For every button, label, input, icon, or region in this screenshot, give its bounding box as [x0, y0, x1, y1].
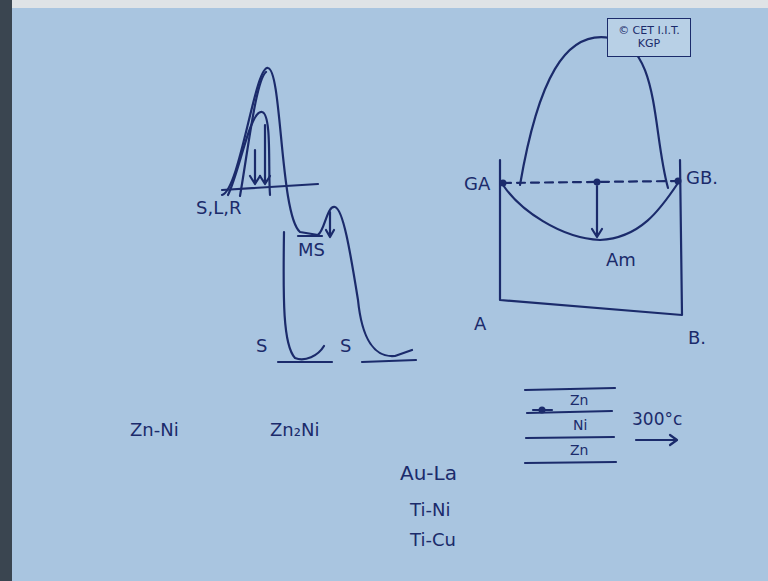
sketch-label: S	[256, 336, 267, 356]
level-line	[298, 235, 322, 237]
free-energy-curve	[503, 183, 678, 240]
energy-curve	[228, 112, 270, 195]
layer-lines	[525, 388, 616, 463]
sketch-label: Am	[606, 250, 636, 270]
sketch-label: Zn₂Ni	[270, 420, 319, 440]
free-energy-curve	[520, 37, 668, 188]
dot	[675, 178, 682, 185]
sketch-label: Ni	[573, 418, 587, 433]
sketch-label: Zn	[570, 393, 588, 408]
sketch-label: Ti-Cu	[410, 530, 456, 550]
sketch-label: S	[340, 336, 351, 356]
arrow	[636, 435, 677, 445]
energy-curve	[284, 232, 324, 359]
sketch-label: B.	[688, 328, 706, 348]
sketch-label: Ti-Ni	[410, 500, 450, 520]
dashed-line	[503, 181, 678, 183]
level-line	[362, 360, 416, 362]
dot	[539, 407, 546, 414]
level-line	[222, 184, 318, 190]
dot	[594, 179, 601, 186]
board-edge	[0, 0, 12, 581]
arrow	[260, 125, 270, 184]
energy-curve	[222, 68, 412, 356]
arrow	[326, 212, 334, 237]
board	[12, 8, 768, 581]
sketch-label: MS	[298, 240, 325, 260]
sketch-label: 300°c	[632, 410, 682, 429]
axes	[500, 160, 682, 315]
arrow	[250, 150, 260, 184]
arrow	[592, 186, 602, 237]
sketch-label: A	[474, 314, 486, 334]
sketch-label: Zn	[570, 443, 588, 458]
sketch-label: GB.	[686, 168, 718, 188]
sketch-label: Zn-Ni	[130, 420, 179, 440]
watermark-text: © CET I.I.T. KGP	[608, 21, 690, 53]
sketch-label: Au-La	[400, 462, 457, 484]
level-line	[278, 361, 332, 363]
watermark-box: © CET I.I.T. KGP	[607, 18, 691, 57]
sketch-label: S,L,R	[196, 198, 241, 218]
dot	[500, 180, 507, 187]
sketch-label: GA	[464, 174, 490, 194]
